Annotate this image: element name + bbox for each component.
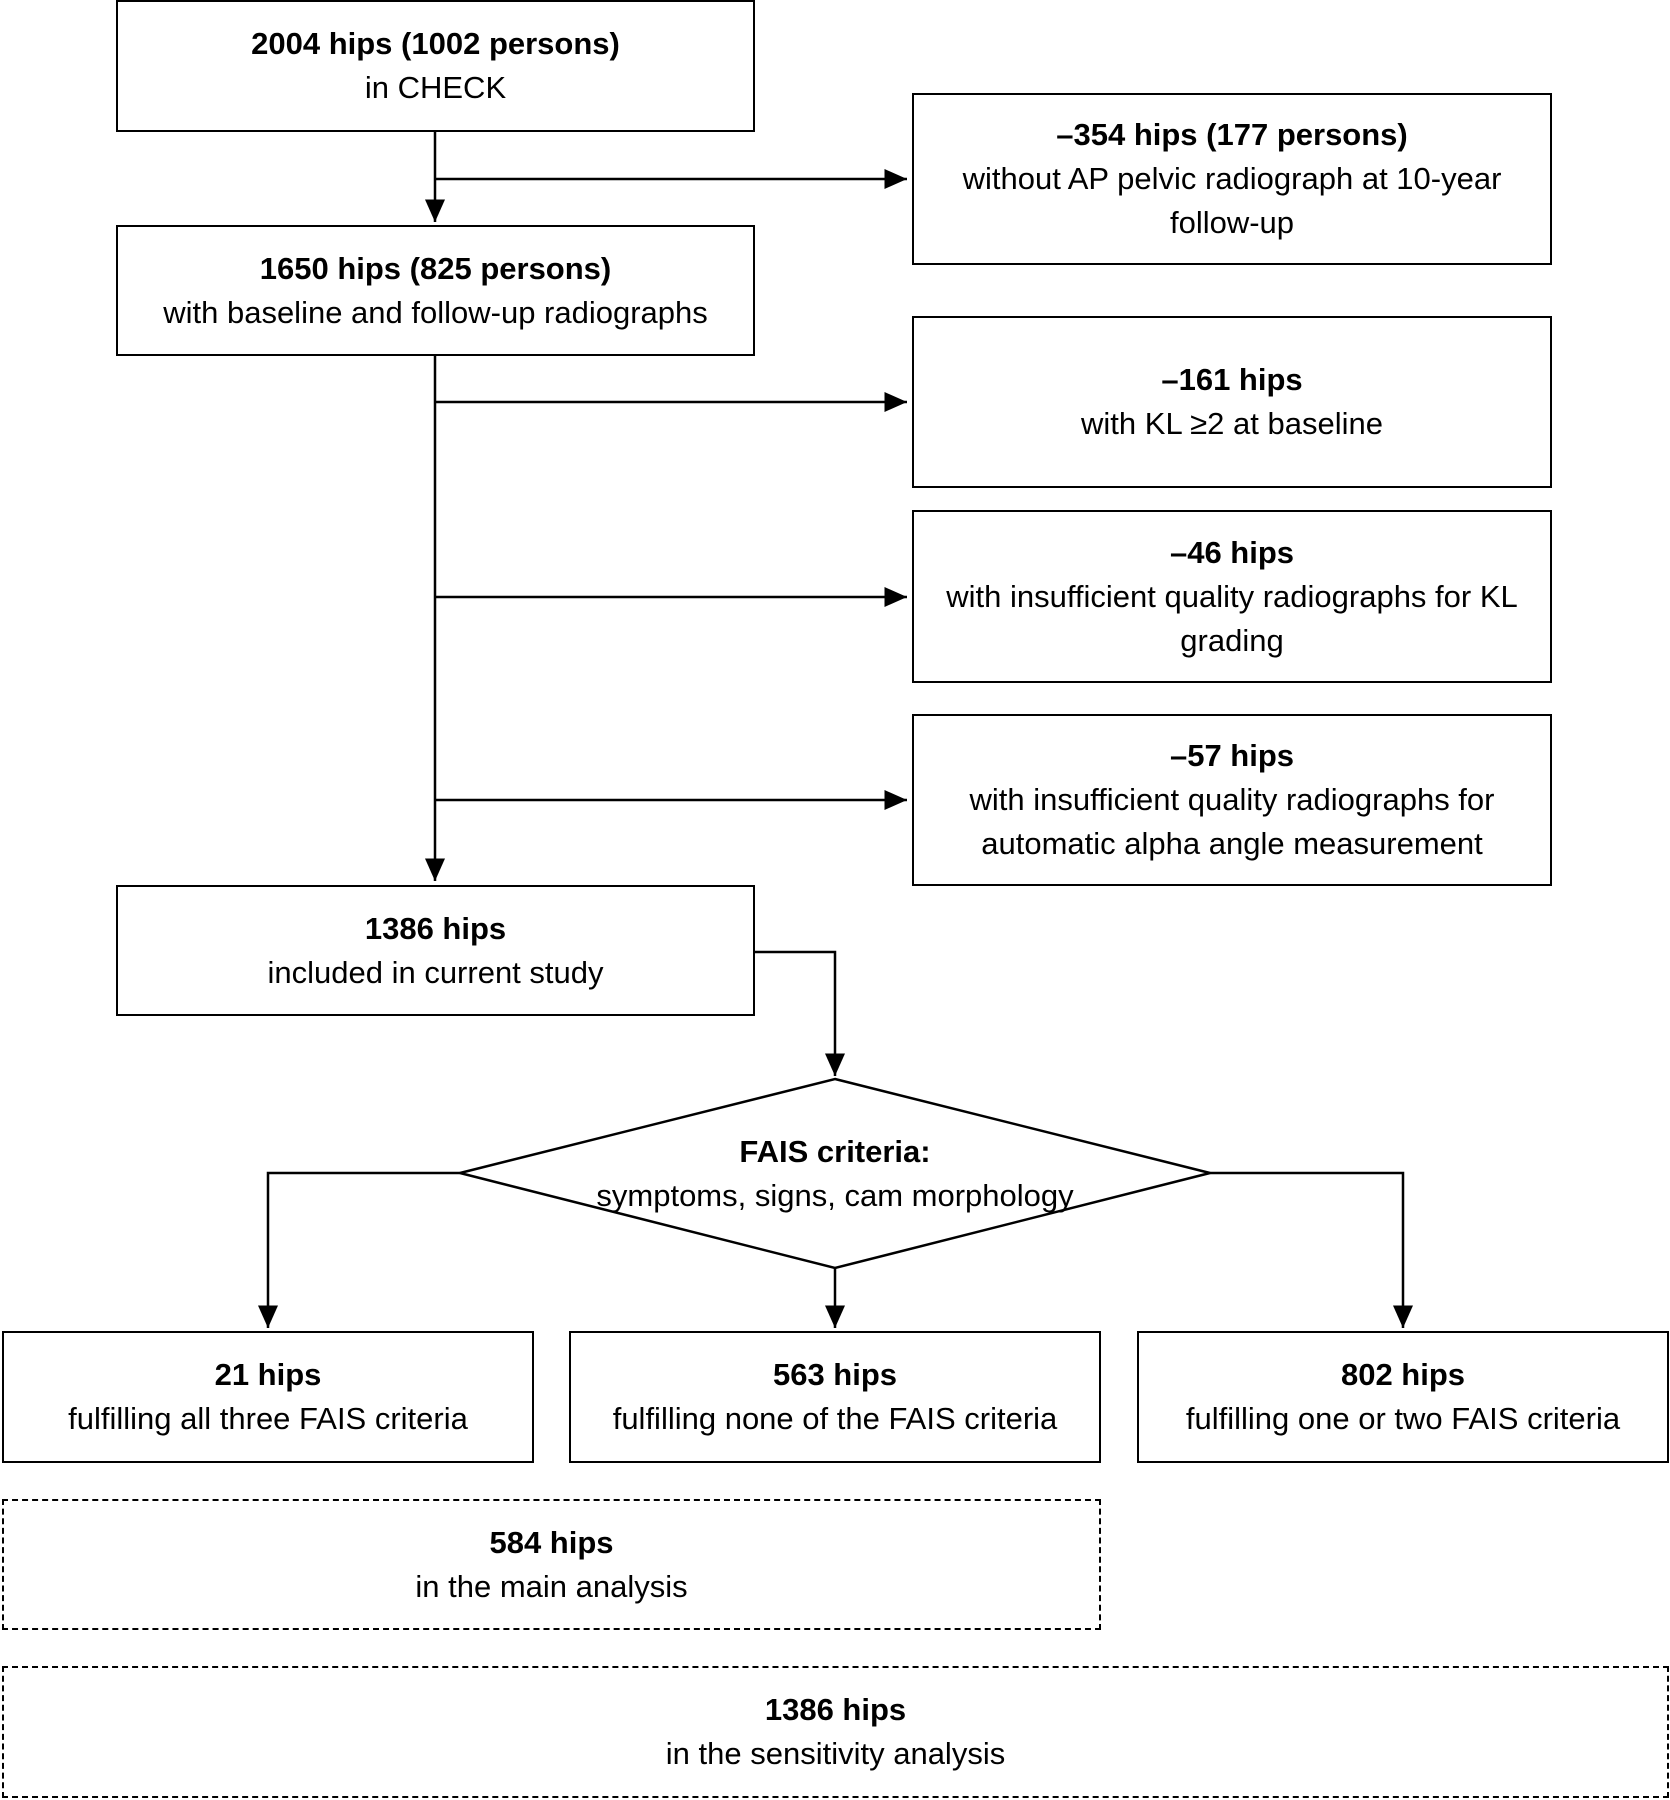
excl-radiograph-box: –354 hips (177 persons) without AP pelvi… <box>912 93 1552 265</box>
sensitivity-box: 1386 hips in the sensitivity analysis <box>2 1666 1669 1798</box>
followup-box-text: with baseline and follow-up radiographs <box>163 294 708 330</box>
one-or-two-title: 802 hips <box>1340 1357 1466 1392</box>
decision-title: FAIS criteria: <box>739 1134 931 1169</box>
arrow-included-to-decision <box>755 950 845 1076</box>
start-box-text: in CHECK <box>364 70 507 105</box>
none-box: 563 hips fulfilling none of the FAIS cri… <box>569 1331 1101 1463</box>
excl-kl-quality-title: –46 hips <box>1169 534 1295 570</box>
included-box-text: included in current study <box>267 954 604 990</box>
excl-radiograph-text: without AP pelvic radiograph at 10-year … <box>962 161 1502 240</box>
decision-diamond <box>459 1077 1211 1270</box>
excl-kl-quality-box: –46 hips with insufficient quality radio… <box>912 510 1552 683</box>
none-title: 563 hips <box>772 1357 898 1392</box>
start-box-title: 2004 hips (1002 persons) <box>251 26 620 61</box>
main-analysis-title: 584 hips <box>489 1524 614 1560</box>
included-box-title: 1386 hips <box>364 910 507 946</box>
main-analysis-text: in the main analysis <box>415 1568 688 1604</box>
excl-kl-text: with KL ≥2 at baseline <box>1081 406 1383 441</box>
one-or-two-box: 802 hips fulfilling one or two FAIS crit… <box>1137 1331 1669 1463</box>
excl-kl-quality-text: with insufficient quality radiographs fo… <box>946 578 1518 658</box>
excl-alpha-quality-text: with insufficient quality radiographs fo… <box>969 782 1495 861</box>
excl-kl-box: –161 hips with KL ≥2 at baseline <box>912 316 1552 488</box>
excl-kl-title: –161 hips <box>1161 362 1303 397</box>
followup-box: 1650 hips (825 persons) with baseline an… <box>116 225 755 356</box>
sensitivity-title: 1386 hips <box>764 1692 907 1727</box>
main-analysis-box: 584 hips in the main analysis <box>2 1499 1101 1630</box>
excl-alpha-quality-title: –57 hips <box>1169 738 1295 773</box>
followup-box-title: 1650 hips (825 persons) <box>259 250 612 286</box>
decision-text: symptoms, signs, cam morphology <box>596 1178 1074 1213</box>
one-or-two-text: fulfilling one or two FAIS criteria <box>1185 1401 1621 1436</box>
sensitivity-text: in the sensitivity analysis <box>665 1736 1006 1771</box>
arrow-decision-to-one-or-two <box>1210 1171 1413 1328</box>
none-text: fulfilling none of the FAIS criteria <box>612 1401 1058 1436</box>
all-three-box: 21 hips fulfilling all three FAIS criter… <box>2 1331 534 1463</box>
excl-radiograph-title: –354 hips (177 persons) <box>1056 117 1408 152</box>
arrow-decision-to-all-three <box>258 1171 460 1328</box>
included-box: 1386 hips included in current study <box>116 885 755 1016</box>
decision-label: FAIS criteria: symptoms, signs, cam morp… <box>540 1108 1130 1240</box>
start-box: 2004 hips (1002 persons) in CHECK <box>116 0 755 132</box>
all-three-title: 21 hips <box>214 1357 322 1392</box>
all-three-text: fulfilling all three FAIS criteria <box>68 1401 468 1436</box>
excl-alpha-quality-box: –57 hips with insufficient quality radio… <box>912 714 1552 886</box>
